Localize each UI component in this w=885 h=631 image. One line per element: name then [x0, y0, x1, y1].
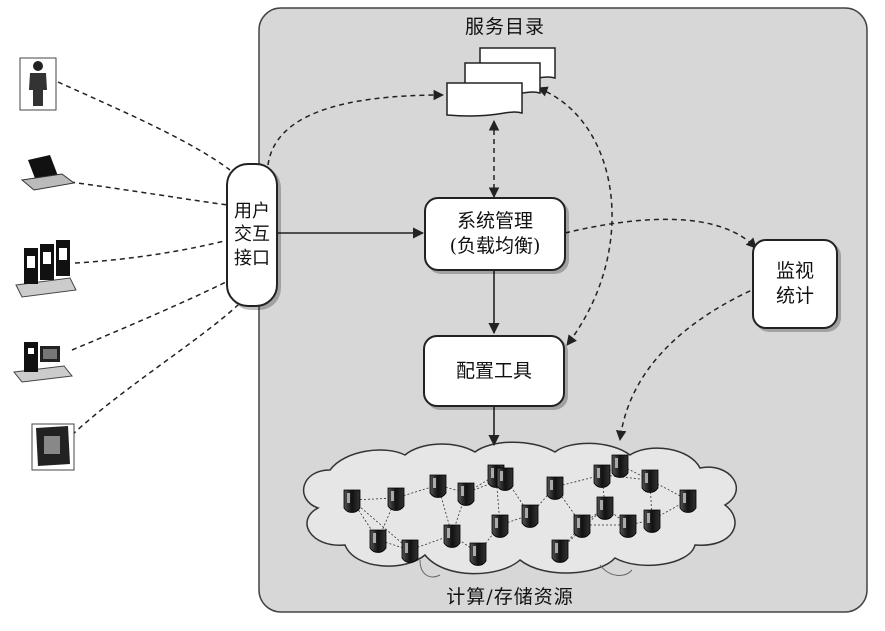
server-icon	[551, 539, 569, 563]
server-highlight	[550, 480, 553, 490]
server-icon	[401, 539, 419, 563]
server-highlight	[525, 508, 528, 518]
server-highlight	[433, 478, 436, 488]
mesh-link	[351, 499, 411, 551]
system-management-box[interactable]: 系统管理 (负载均衡)	[424, 197, 566, 271]
server-highlight	[615, 458, 618, 468]
user-interface-box[interactable]: 用户 交互 接口	[226, 163, 278, 307]
server-icon	[491, 514, 509, 538]
resource-cloud	[302, 441, 738, 578]
server-highlight	[683, 493, 686, 503]
monitor-line-1: 监视	[775, 260, 814, 283]
server-highlight	[491, 468, 494, 478]
server-highlight	[623, 518, 626, 528]
mesh-link	[651, 499, 689, 521]
server-highlight	[473, 546, 476, 556]
server-icon	[496, 467, 514, 491]
mesh-link	[465, 477, 506, 494]
server-highlight	[597, 468, 600, 478]
server-highlight	[577, 518, 580, 528]
server-icon	[469, 542, 487, 566]
server-icon	[443, 524, 461, 548]
service-directory-icon	[446, 47, 556, 117]
interface-line-2: 交互	[234, 224, 270, 246]
server-highlight	[555, 543, 558, 553]
server-icon	[387, 487, 405, 511]
server-icon	[343, 489, 361, 513]
server-icon	[573, 514, 591, 538]
server-icon	[429, 474, 447, 498]
system-mgmt-line-1: 系统管理	[456, 210, 533, 233]
config-tool-box[interactable]: 配置工具	[423, 335, 565, 407]
interface-line-3: 接口	[234, 247, 270, 269]
laptop-icon	[20, 155, 76, 191]
server-highlight	[461, 486, 464, 496]
server-icon	[619, 514, 637, 538]
workstation-icon	[13, 342, 73, 383]
server-icon	[596, 496, 614, 520]
server-icon	[611, 454, 629, 478]
server-highlight	[447, 528, 450, 538]
server-group	[343, 454, 697, 566]
server-highlight	[373, 533, 376, 543]
monitor-stats-box[interactable]: 监视 统计	[752, 239, 838, 329]
server-icon	[679, 489, 697, 513]
server-highlight	[347, 493, 350, 503]
service-directory-label: 服务目录	[464, 16, 545, 38]
interface-line-1: 用户	[234, 200, 270, 222]
server-highlight	[391, 491, 394, 501]
dashed-connectors	[57, 81, 776, 442]
server-icon	[369, 529, 387, 553]
server-highlight	[405, 543, 408, 553]
monitor-line-2: 统计	[775, 285, 814, 307]
server-icon	[643, 509, 661, 533]
solid-arrows	[277, 227, 500, 447]
server-highlight	[647, 513, 650, 523]
server-icon	[593, 464, 611, 488]
server-rack-icon	[15, 240, 77, 298]
config-tool-label: 配置工具	[455, 359, 532, 382]
server-highlight	[500, 471, 503, 481]
server-highlight	[645, 473, 648, 483]
mesh-link	[649, 479, 689, 501]
server-highlight	[600, 500, 603, 510]
server-icon	[546, 476, 564, 500]
tablet-icon	[31, 423, 75, 471]
server-highlight	[495, 518, 498, 528]
server-icon	[641, 469, 659, 493]
resources-label: 计算/存储资源	[446, 586, 574, 608]
server-icon	[521, 504, 539, 528]
server-icon	[457, 482, 475, 506]
person-icon	[19, 57, 57, 111]
system-mgmt-line-2: (负载均衡)	[449, 235, 541, 257]
